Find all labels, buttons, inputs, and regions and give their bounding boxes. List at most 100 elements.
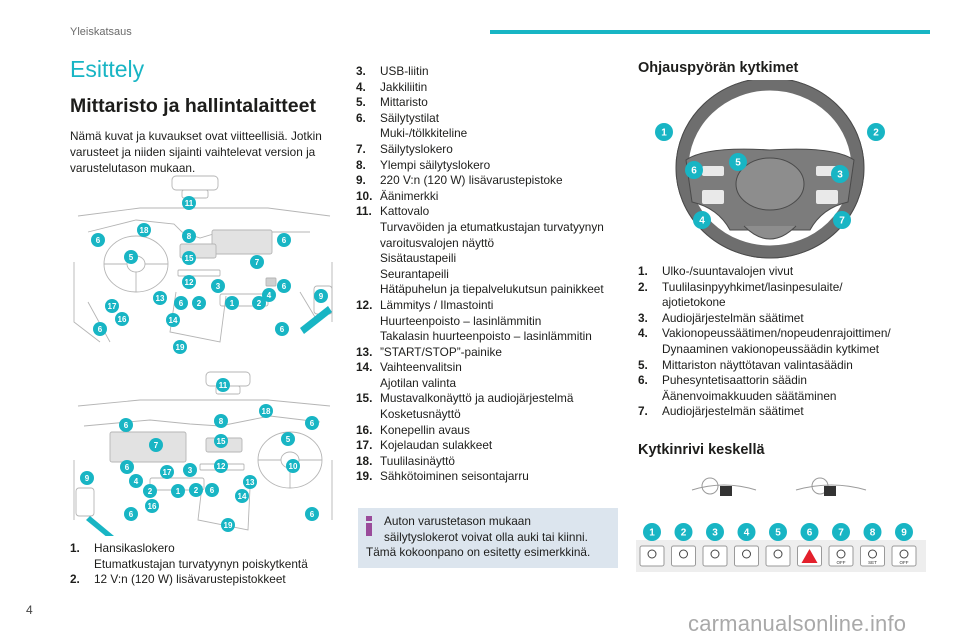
callout-marker bbox=[205, 483, 219, 497]
callout-marker bbox=[277, 233, 291, 247]
callout-marker bbox=[305, 507, 319, 521]
center-switch-button bbox=[891, 545, 917, 567]
callout-marker bbox=[214, 414, 228, 428]
callout-label: 7 bbox=[255, 258, 260, 267]
switch-symbol-icon bbox=[773, 549, 783, 559]
callout-label: 4 bbox=[134, 477, 139, 486]
callout-label: 6 bbox=[310, 419, 315, 428]
list-item-line: Vaihteenvalitsin bbox=[380, 360, 462, 375]
list-item-text: Konepellin avaus bbox=[380, 423, 618, 439]
callout-marker bbox=[143, 484, 157, 498]
note-line-3: Tämä kokoonpano on esitetty esimerkkinä. bbox=[366, 545, 591, 560]
callout-marker bbox=[221, 518, 235, 532]
callout-marker bbox=[262, 288, 276, 302]
center-switch-button bbox=[671, 545, 696, 567]
list-item-number: 1. bbox=[70, 541, 80, 555]
callout-label: 6 bbox=[129, 510, 134, 519]
callout-marker bbox=[643, 523, 661, 541]
list-item-line: Turvavöiden ja etumatkustajan turvatyyny… bbox=[380, 219, 604, 250]
list-item-line: Tuulilasinpyyhkimet/lasinpesulaite/ bbox=[662, 279, 843, 294]
list-item-text: Mittaristo bbox=[380, 95, 618, 111]
callout-label: 18 bbox=[140, 226, 149, 235]
switch-symbol-icon bbox=[710, 549, 720, 559]
list-item-text: Ylempi säilytyslokero bbox=[380, 158, 618, 174]
callout-marker bbox=[214, 459, 228, 473]
list-item-line: Takalasin huurteenpoisto – lasinlämmitin bbox=[380, 329, 592, 344]
callout-label: 3 bbox=[712, 528, 718, 539]
callout-label: 19 bbox=[176, 343, 185, 352]
list-item-number: 1. bbox=[638, 264, 648, 278]
callout-marker bbox=[693, 211, 711, 229]
callout-label: 7 bbox=[838, 528, 844, 539]
callout-marker bbox=[124, 250, 138, 264]
callout-label: 6 bbox=[210, 486, 215, 495]
center-switch-button bbox=[828, 545, 854, 567]
watermark: carmanualsonline.info bbox=[688, 611, 907, 636]
callout-marker bbox=[314, 289, 328, 303]
list-item-line: 220 V:n (120 W) lisävarustepistoke bbox=[380, 173, 563, 188]
callout-label: 2 bbox=[194, 486, 199, 495]
callout-label: 12 bbox=[185, 278, 194, 287]
callout-marker bbox=[275, 322, 289, 336]
callout-marker bbox=[160, 465, 174, 479]
list-item-line: Huurteenpoisto – lasinlämmitin bbox=[380, 313, 542, 328]
callout-label: 16 bbox=[118, 315, 127, 324]
callout-marker bbox=[93, 322, 107, 336]
callout-label: 1 bbox=[649, 528, 655, 539]
callout-label: 2 bbox=[681, 528, 687, 539]
list-item-number: 18. bbox=[356, 453, 373, 468]
callout-marker bbox=[895, 523, 913, 541]
callout-label: 5 bbox=[735, 158, 741, 169]
list-item-number: 13. bbox=[356, 344, 373, 359]
callout-marker bbox=[173, 340, 187, 354]
callout-label: 10 bbox=[289, 462, 298, 471]
list-item-line: Hätäpuhelun ja tiepalvelukutsun painikke… bbox=[380, 282, 604, 297]
callout-marker bbox=[182, 229, 196, 243]
callout-label: 1 bbox=[176, 487, 181, 496]
callout-label: 11 bbox=[219, 381, 228, 390]
list-item-line: Lämmitys / Ilmastointi bbox=[380, 297, 494, 312]
callout-label: 9 bbox=[85, 474, 90, 483]
list-item-line: Sähkötoiminen seisontajarru bbox=[380, 469, 529, 484]
callout-marker bbox=[250, 255, 264, 269]
switch-symbol-icon bbox=[868, 549, 877, 559]
list-item-number: 4. bbox=[638, 326, 648, 341]
callout-label: 6 bbox=[96, 236, 101, 245]
callout-label: 4 bbox=[744, 528, 750, 539]
callout-marker bbox=[129, 474, 143, 488]
callout-label: 6 bbox=[310, 510, 315, 519]
list-item-line: Mustavalkonäyttö ja audiojärjestelmä bbox=[380, 391, 574, 406]
list-item: 3.Audiojärjestelmän säätimet bbox=[638, 311, 908, 327]
list-item-number: 2. bbox=[70, 572, 80, 587]
list-item-line: Ajotilan valinta bbox=[380, 375, 457, 390]
callout-label: 7 bbox=[839, 216, 845, 227]
callout-marker bbox=[216, 378, 230, 392]
list-item-number: 10. bbox=[356, 188, 373, 203]
callout-marker bbox=[174, 296, 188, 310]
callout-label: 16 bbox=[148, 502, 157, 511]
list-item-text: Äänimerkki bbox=[380, 189, 618, 205]
list-item: 16.Konepellin avaus bbox=[356, 423, 618, 439]
list-item-line: Konepellin avaus bbox=[380, 422, 470, 437]
list-item: 7.Audiojärjestelmän säätimet bbox=[638, 404, 908, 420]
callout-marker bbox=[833, 211, 851, 229]
switch-symbol-icon bbox=[899, 549, 909, 559]
callout-marker bbox=[189, 483, 203, 497]
list-item: 4.Jakkiliitin bbox=[356, 80, 618, 96]
list-item-text: Ulko-/suuntavalojen vivut bbox=[662, 264, 908, 280]
callout-label: 3 bbox=[188, 466, 193, 475]
callout-label: 17 bbox=[108, 302, 117, 311]
list-item-text: Sähkötoiminen seisontajarru bbox=[380, 469, 618, 485]
list-item: 3.USB-liitin bbox=[356, 64, 618, 80]
callout-label: 6 bbox=[98, 325, 103, 334]
callout-label: 14 bbox=[169, 316, 178, 325]
callout-label: 8 bbox=[219, 417, 224, 426]
